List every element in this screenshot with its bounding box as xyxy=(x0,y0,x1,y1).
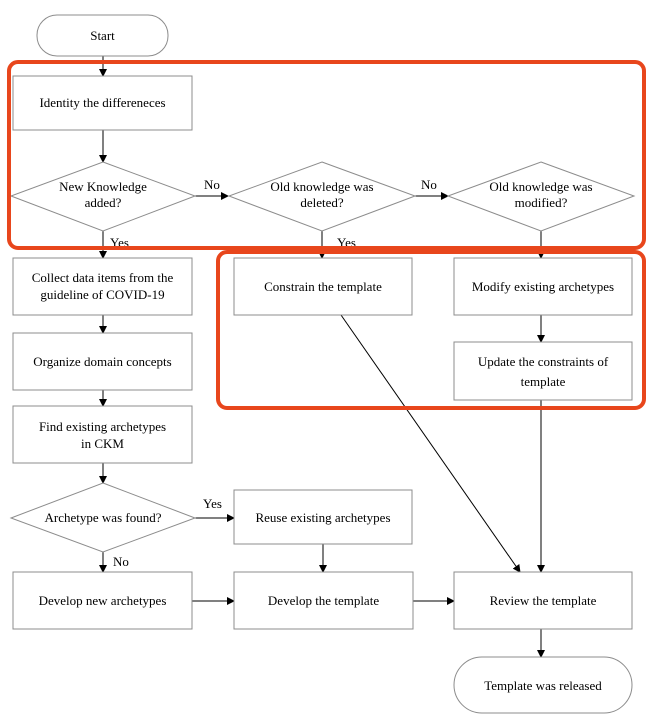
start-node: Start xyxy=(36,14,169,57)
old-deleted-line1: Old knowledge was xyxy=(270,179,373,194)
edge-label-yes-3: Yes xyxy=(203,496,222,511)
archetype-found-label: Archetype was found? xyxy=(45,510,162,525)
reuse-label: Reuse existing archetypes xyxy=(255,510,390,525)
find-node: Find existing archetypes in CKM xyxy=(12,405,193,464)
develop-template-node: Develop the template xyxy=(233,571,414,630)
new-knowledge-decision: New Knowledge added? xyxy=(9,161,197,232)
edge-label-no-1: No xyxy=(204,177,220,192)
develop-template-label: Develop the template xyxy=(268,593,379,608)
organize-node: Organize domain concepts xyxy=(12,332,193,391)
old-modified-line1: Old knowledge was xyxy=(489,179,592,194)
edge-label-no-3: No xyxy=(113,554,129,569)
start-label: Start xyxy=(90,28,115,43)
connectors xyxy=(99,56,545,658)
review-label: Review the template xyxy=(490,593,597,608)
find-line2: in CKM xyxy=(81,436,124,451)
highlight-frame-top xyxy=(7,60,646,250)
find-line1: Find existing archetypes xyxy=(39,419,166,434)
modify-label: Modify existing archetypes xyxy=(472,279,614,294)
old-modified-line2: modified? xyxy=(515,195,568,210)
new-knowledge-line1: New Knowledge xyxy=(59,179,147,194)
modify-node: Modify existing archetypes xyxy=(453,257,633,316)
identify-node: Identity the differeneces xyxy=(12,75,193,131)
new-knowledge-line2: added? xyxy=(85,195,122,210)
edge-constrain-review xyxy=(340,314,521,573)
update-line2: template xyxy=(521,374,566,389)
archetype-found-decision: Archetype was found? xyxy=(9,482,197,553)
constrain-node: Constrain the template xyxy=(233,257,413,316)
organize-label: Organize domain concepts xyxy=(33,354,171,369)
update-line1: Update the constraints of xyxy=(478,354,609,369)
old-deleted-decision: Old knowledge was deleted? xyxy=(227,161,417,232)
review-node: Review the template xyxy=(453,571,633,630)
collect-line2: guideline of COVID-19 xyxy=(40,287,164,302)
constrain-label: Constrain the template xyxy=(264,279,382,294)
reuse-node: Reuse existing archetypes xyxy=(233,489,413,545)
highlight-frame-right xyxy=(216,250,646,410)
collect-line1: Collect data items from the xyxy=(32,270,174,285)
old-modified-decision: Old knowledge was modified? xyxy=(446,161,636,232)
identify-label: Identity the differeneces xyxy=(39,95,165,110)
released-node: Template was released xyxy=(453,656,633,714)
update-node: Update the constraints of template xyxy=(453,341,633,401)
old-deleted-line2: deleted? xyxy=(300,195,344,210)
collect-node: Collect data items from the guideline of… xyxy=(12,257,193,316)
released-label: Template was released xyxy=(484,678,602,693)
develop-new-label: Develop new archetypes xyxy=(39,593,167,608)
develop-new-node: Develop new archetypes xyxy=(12,571,193,630)
edge-label-no-2: No xyxy=(421,177,437,192)
